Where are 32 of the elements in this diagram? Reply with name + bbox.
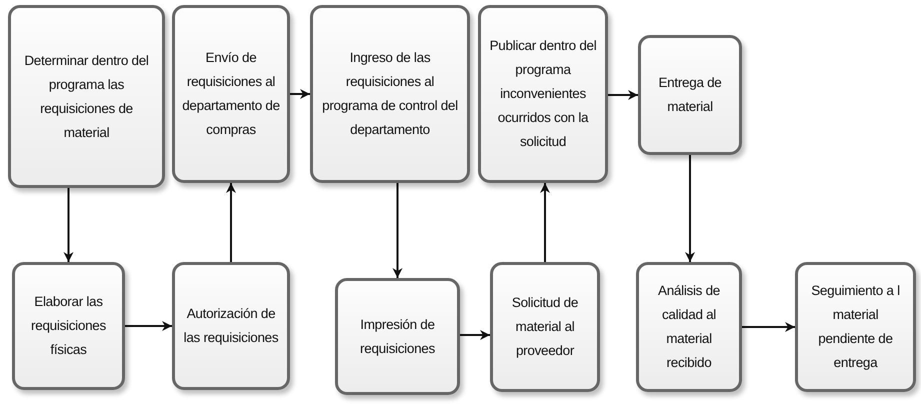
box-label: Seguimiento a l material pendiente de entrega — [810, 282, 901, 372]
arrow — [226, 183, 236, 262]
arrow — [742, 322, 795, 332]
process-box — [638, 35, 742, 155]
arrow — [540, 183, 550, 262]
arrow — [125, 321, 172, 331]
box-label: Ingreso de las requisiciones al programa de control del departamento — [321, 49, 459, 139]
process-box — [335, 278, 460, 395]
box-label: Análisis de calidad al material recibido — [657, 282, 721, 372]
process-box — [310, 5, 470, 183]
process-box — [795, 262, 916, 392]
box-label: Solicitud de material al proveedor — [510, 294, 580, 360]
box-label: Autorización de las requisiciones — [182, 305, 280, 347]
arrow — [392, 183, 402, 278]
process-box — [490, 262, 600, 392]
box-label: Determinar dentro del programa las requisiciones de material — [23, 52, 150, 142]
box-label: Impresión de requisiciones — [359, 316, 436, 358]
arrow — [460, 330, 490, 340]
box-label: Envío de requisiciones al departamento de compras — [181, 49, 281, 139]
box-label: Publicar dentro del programa inconvenientes ocurridos con la solicitud — [488, 37, 598, 151]
process-box — [478, 5, 608, 183]
process-box — [172, 262, 290, 390]
process-box — [636, 262, 742, 392]
arrow — [64, 188, 74, 262]
box-label: Elaborar las requisiciones físicas — [30, 293, 107, 359]
process-box — [172, 5, 290, 183]
arrow — [685, 155, 695, 262]
arrow — [290, 89, 310, 99]
process-box — [12, 262, 125, 390]
process-box — [8, 5, 165, 188]
box-label: Entrega de material — [657, 74, 723, 116]
arrow — [608, 90, 638, 100]
